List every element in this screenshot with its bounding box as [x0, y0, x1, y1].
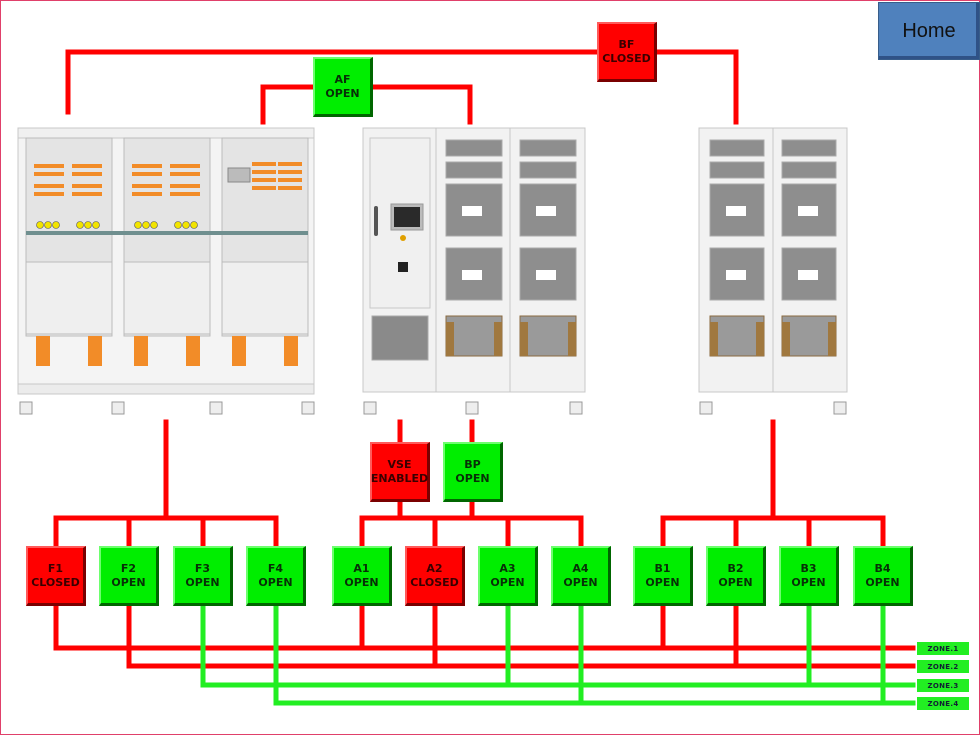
breaker-b4[interactable]: B4 OPEN: [853, 546, 913, 606]
breaker-f2[interactable]: F2 OPEN: [99, 546, 159, 606]
breaker-a4[interactable]: A4 OPEN: [551, 546, 611, 606]
zone1-bus: [53, 603, 916, 651]
breaker-b1[interactable]: B1 OPEN: [633, 546, 693, 606]
breaker-bf[interactable]: BF CLOSED: [597, 22, 657, 82]
zone-1-button[interactable]: ZONE.1: [917, 642, 969, 655]
zone4-bus: [273, 603, 916, 706]
breaker-name: F3: [194, 561, 211, 575]
breaker-b3[interactable]: B3 OPEN: [779, 546, 839, 606]
breaker-a2[interactable]: A2 CLOSED: [405, 546, 465, 606]
breaker-name: BF: [618, 37, 635, 51]
breaker-name: A2: [426, 561, 443, 575]
switchgear-cabinet-icon: [17, 127, 315, 415]
wire-f-bus: [53, 515, 279, 549]
breaker-status: OPEN: [258, 575, 293, 589]
breaker-status: OPEN: [111, 575, 146, 589]
breaker-status: OPEN: [455, 471, 490, 485]
breaker-name: B2: [727, 561, 744, 575]
breaker-name: F4: [267, 561, 284, 575]
zone-2-button[interactable]: ZONE.2: [917, 660, 969, 673]
breaker-status: OPEN: [718, 575, 753, 589]
wire-a-bus: [359, 499, 584, 549]
breaker-a1[interactable]: A1 OPEN: [332, 546, 392, 606]
home-button[interactable]: Home: [878, 2, 980, 60]
breaker-status: OPEN: [344, 575, 379, 589]
breaker-status: CLOSED: [31, 575, 80, 589]
zone3-bus: [200, 603, 916, 688]
breaker-name: A3: [499, 561, 516, 575]
zone2-bus: [126, 603, 916, 669]
breaker-f4[interactable]: F4 OPEN: [246, 546, 306, 606]
breaker-name: B3: [800, 561, 817, 575]
breaker-status: ENABLED: [370, 471, 429, 485]
breaker-a3[interactable]: A3 OPEN: [478, 546, 538, 606]
zone-4-button[interactable]: ZONE.4: [917, 697, 969, 710]
breaker-status: CLOSED: [410, 575, 459, 589]
breaker-status: OPEN: [563, 575, 598, 589]
breaker-name: BP: [464, 457, 481, 471]
breaker-name: AF: [334, 72, 351, 86]
wire-af-right: [369, 84, 473, 125]
breaker-name: B4: [874, 561, 891, 575]
breaker-status: OPEN: [325, 86, 360, 100]
breaker-name: A4: [572, 561, 589, 575]
breaker-name: F2: [120, 561, 137, 575]
wire-b-bus: [660, 515, 886, 549]
breaker-status: OPEN: [490, 575, 525, 589]
ups-cabinet-icon: [698, 127, 848, 415]
wire-bf-out: [653, 49, 739, 125]
breaker-vse[interactable]: VSE ENABLED: [370, 442, 430, 502]
breaker-name: B1: [654, 561, 671, 575]
breaker-f1[interactable]: F1 CLOSED: [26, 546, 86, 606]
breaker-b2[interactable]: B2 OPEN: [706, 546, 766, 606]
breaker-status: OPEN: [185, 575, 220, 589]
breaker-f3[interactable]: F3 OPEN: [173, 546, 233, 606]
wire-bf-bus: [65, 49, 603, 115]
wire-af-left: [260, 84, 317, 125]
breaker-name: F1: [47, 561, 64, 575]
breaker-name: A1: [353, 561, 370, 575]
breaker-bp[interactable]: BP OPEN: [443, 442, 503, 502]
breaker-name: VSE: [387, 457, 412, 471]
breaker-status: OPEN: [791, 575, 826, 589]
breaker-status: OPEN: [645, 575, 680, 589]
breaker-status: CLOSED: [602, 51, 651, 65]
zone-3-button[interactable]: ZONE.3: [917, 679, 969, 692]
breaker-af[interactable]: AF OPEN: [313, 57, 373, 117]
breaker-status: OPEN: [865, 575, 900, 589]
ups-cabinet-icon: [362, 127, 586, 415]
